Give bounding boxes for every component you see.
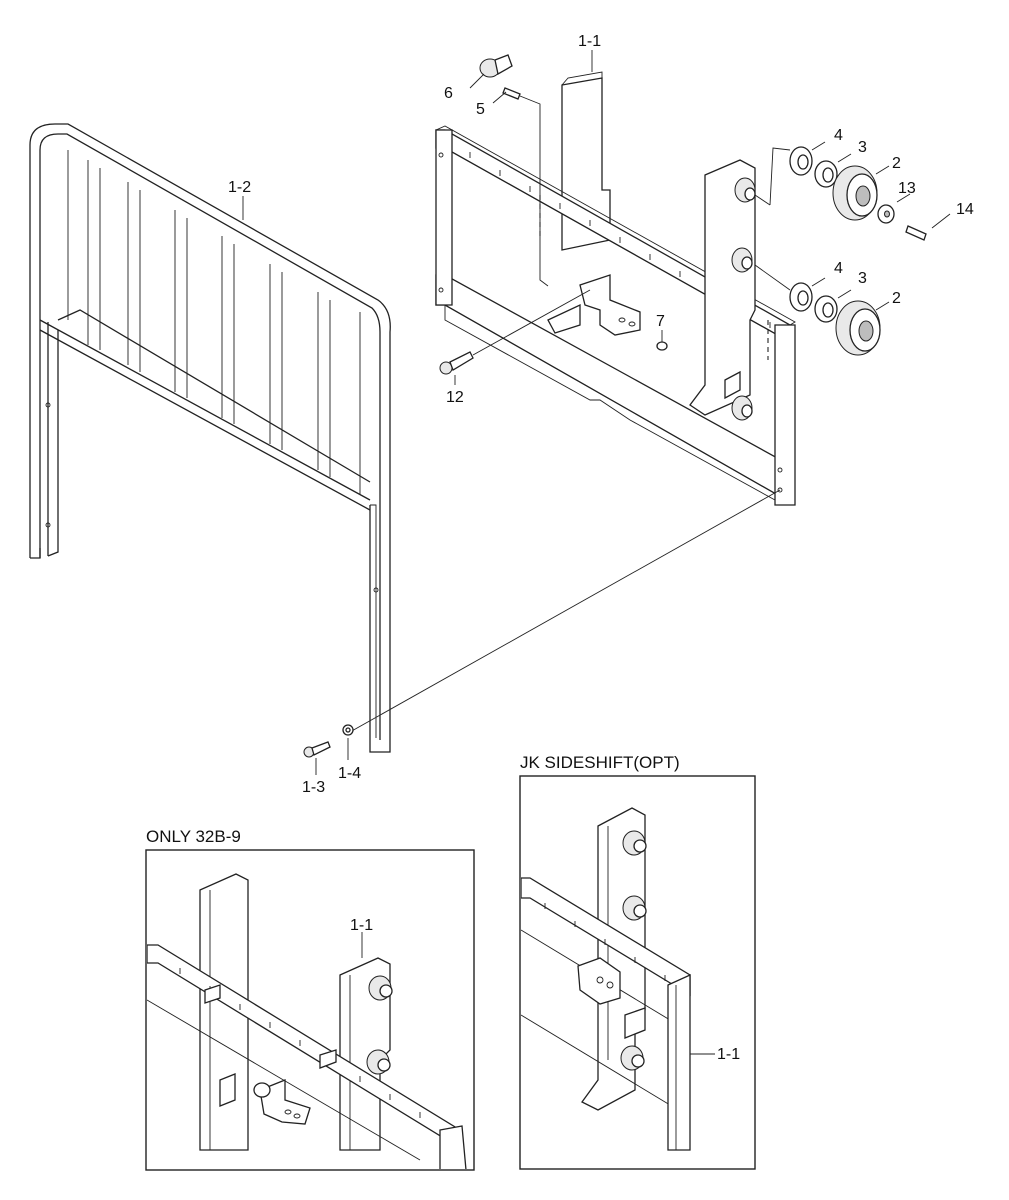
nut-7 bbox=[656, 330, 668, 351]
callout-14: 14 bbox=[956, 201, 974, 218]
callout-13: 13 bbox=[898, 180, 916, 197]
callout-6: 6 bbox=[444, 85, 453, 102]
roller-stack-lower bbox=[754, 264, 890, 356]
callout-1-1: 1-1 bbox=[578, 33, 601, 50]
stud-top bbox=[734, 177, 756, 203]
bolt-12 bbox=[439, 289, 591, 385]
inset-jk-callout: 1-1 bbox=[717, 1046, 740, 1063]
roller-stack-upper bbox=[754, 141, 951, 241]
callout-3-upper: 3 bbox=[858, 139, 867, 156]
load-backrest bbox=[29, 123, 391, 753]
carriage bbox=[435, 71, 796, 506]
callout-4-upper: 4 bbox=[834, 127, 843, 144]
grease-nipple bbox=[469, 54, 513, 89]
callout-4-lower: 4 bbox=[834, 260, 843, 277]
inset-only-32b9-caption: ONLY 32B-9 bbox=[146, 827, 241, 846]
stud-low bbox=[731, 395, 753, 421]
callout-2-lower: 2 bbox=[892, 290, 901, 307]
callout-12: 12 bbox=[446, 389, 464, 406]
callout-3-lower: 3 bbox=[858, 270, 867, 287]
callout-1-4: 1-4 bbox=[338, 765, 361, 782]
backrest-bolts bbox=[303, 489, 781, 775]
inset-jk-sideshift bbox=[519, 775, 756, 1170]
inset-only-32b9 bbox=[145, 849, 475, 1171]
inset-only-32b9-callout: 1-1 bbox=[350, 917, 373, 934]
pin bbox=[492, 87, 549, 287]
stud-mid bbox=[731, 247, 753, 273]
callout-1-2: 1-2 bbox=[228, 179, 251, 196]
callout-7: 7 bbox=[656, 313, 665, 330]
inset-jk-caption: JK SIDESHIFT(OPT) bbox=[520, 753, 680, 772]
callout-5: 5 bbox=[476, 101, 485, 118]
callout-2-upper: 2 bbox=[892, 155, 901, 172]
callout-1-3: 1-3 bbox=[302, 779, 325, 796]
